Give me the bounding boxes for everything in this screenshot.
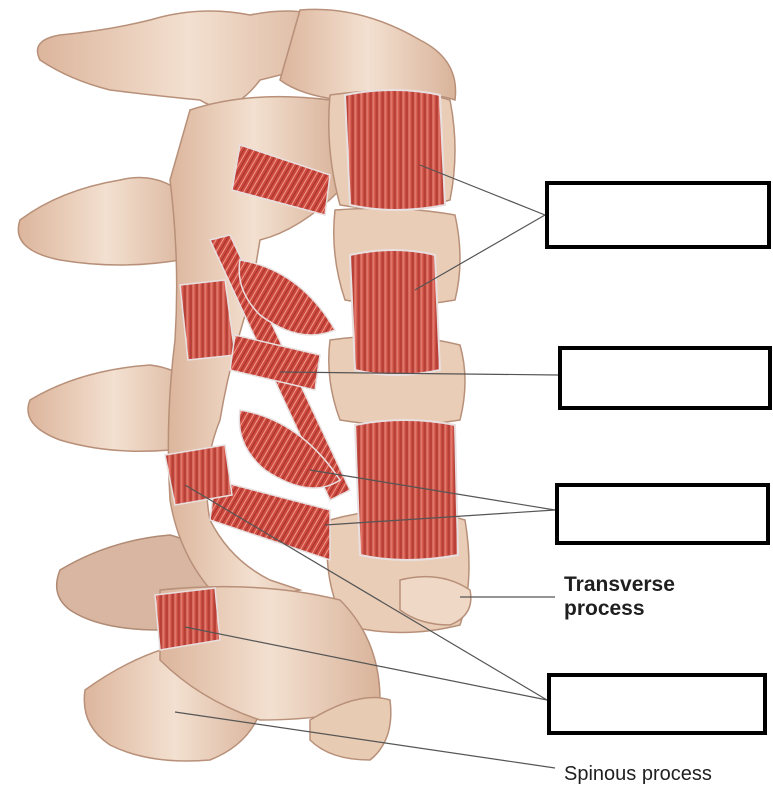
spinous-process-1 xyxy=(18,178,193,266)
blank-label-box-4 xyxy=(547,673,767,735)
transverse-process-label: Transverse process xyxy=(564,573,744,621)
spinous-process-label: Spinous process xyxy=(564,762,712,786)
vertebra-top-body xyxy=(280,9,456,100)
transverse-process-label-line1: Transverse xyxy=(564,573,744,597)
blank-label-box-3 xyxy=(555,483,770,545)
blank-label-box-1 xyxy=(545,181,771,249)
interspinales-muscle-3 xyxy=(155,588,220,650)
interspinales-muscle-2 xyxy=(165,445,232,505)
transverse-process-label-line2: process xyxy=(564,597,744,621)
blank-label-box-2 xyxy=(558,346,772,410)
intertransversarii-muscle-2 xyxy=(350,250,440,375)
intertransversarii-muscle-3 xyxy=(355,420,458,560)
interspinales-muscle-1 xyxy=(180,280,235,360)
intertransversarii-muscle-1 xyxy=(345,90,445,210)
